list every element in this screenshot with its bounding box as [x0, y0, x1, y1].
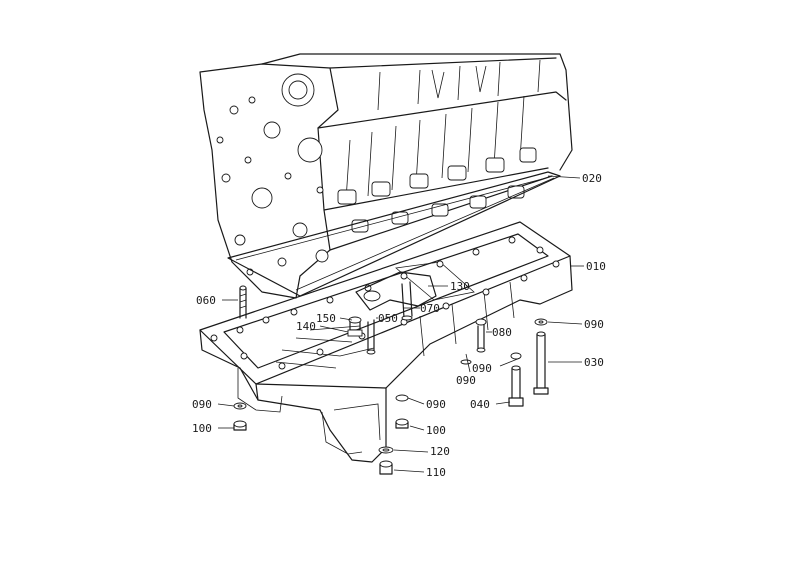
engine-block: [199, 53, 573, 299]
label-090-left: 090: [192, 398, 212, 411]
label-060: 060: [196, 294, 216, 307]
leader-lines: [217, 175, 584, 473]
gasket-020: [227, 171, 561, 297]
label-090-center: 090: [426, 398, 446, 411]
label-130: 130: [450, 280, 470, 293]
strainer-assembly: [347, 271, 487, 355]
washer-090-mid: [460, 359, 472, 365]
label-010: 010: [586, 260, 606, 273]
part-labels: 020 010 130 060 150 070 140 050 080 090 …: [192, 172, 606, 479]
block-front-holes: [216, 73, 329, 276]
bolt-040: [508, 352, 524, 407]
label-120: 120: [430, 445, 450, 458]
washer-nut-left: [233, 402, 247, 431]
label-090-bolt: 090: [472, 362, 492, 375]
label-090-right-top: 090: [584, 318, 604, 331]
drain-plug-stack: [378, 394, 409, 475]
label-140: 140: [296, 320, 316, 333]
label-100-left: 100: [192, 422, 212, 435]
label-040: 040: [470, 398, 490, 411]
stud-060: [239, 285, 247, 319]
label-070: 070: [420, 302, 440, 315]
label-100-center: 100: [426, 424, 446, 437]
cylinder-bosses: [337, 147, 537, 233]
label-030: 030: [584, 356, 604, 369]
label-080: 080: [492, 326, 512, 339]
bolt-030: [533, 318, 549, 395]
label-050: 050: [378, 312, 398, 325]
label-020: 020: [582, 172, 602, 185]
label-090-mid: 090: [456, 374, 476, 387]
oil-pan-010: [199, 221, 573, 463]
label-150: 150: [316, 312, 336, 325]
label-110: 110: [426, 466, 446, 479]
